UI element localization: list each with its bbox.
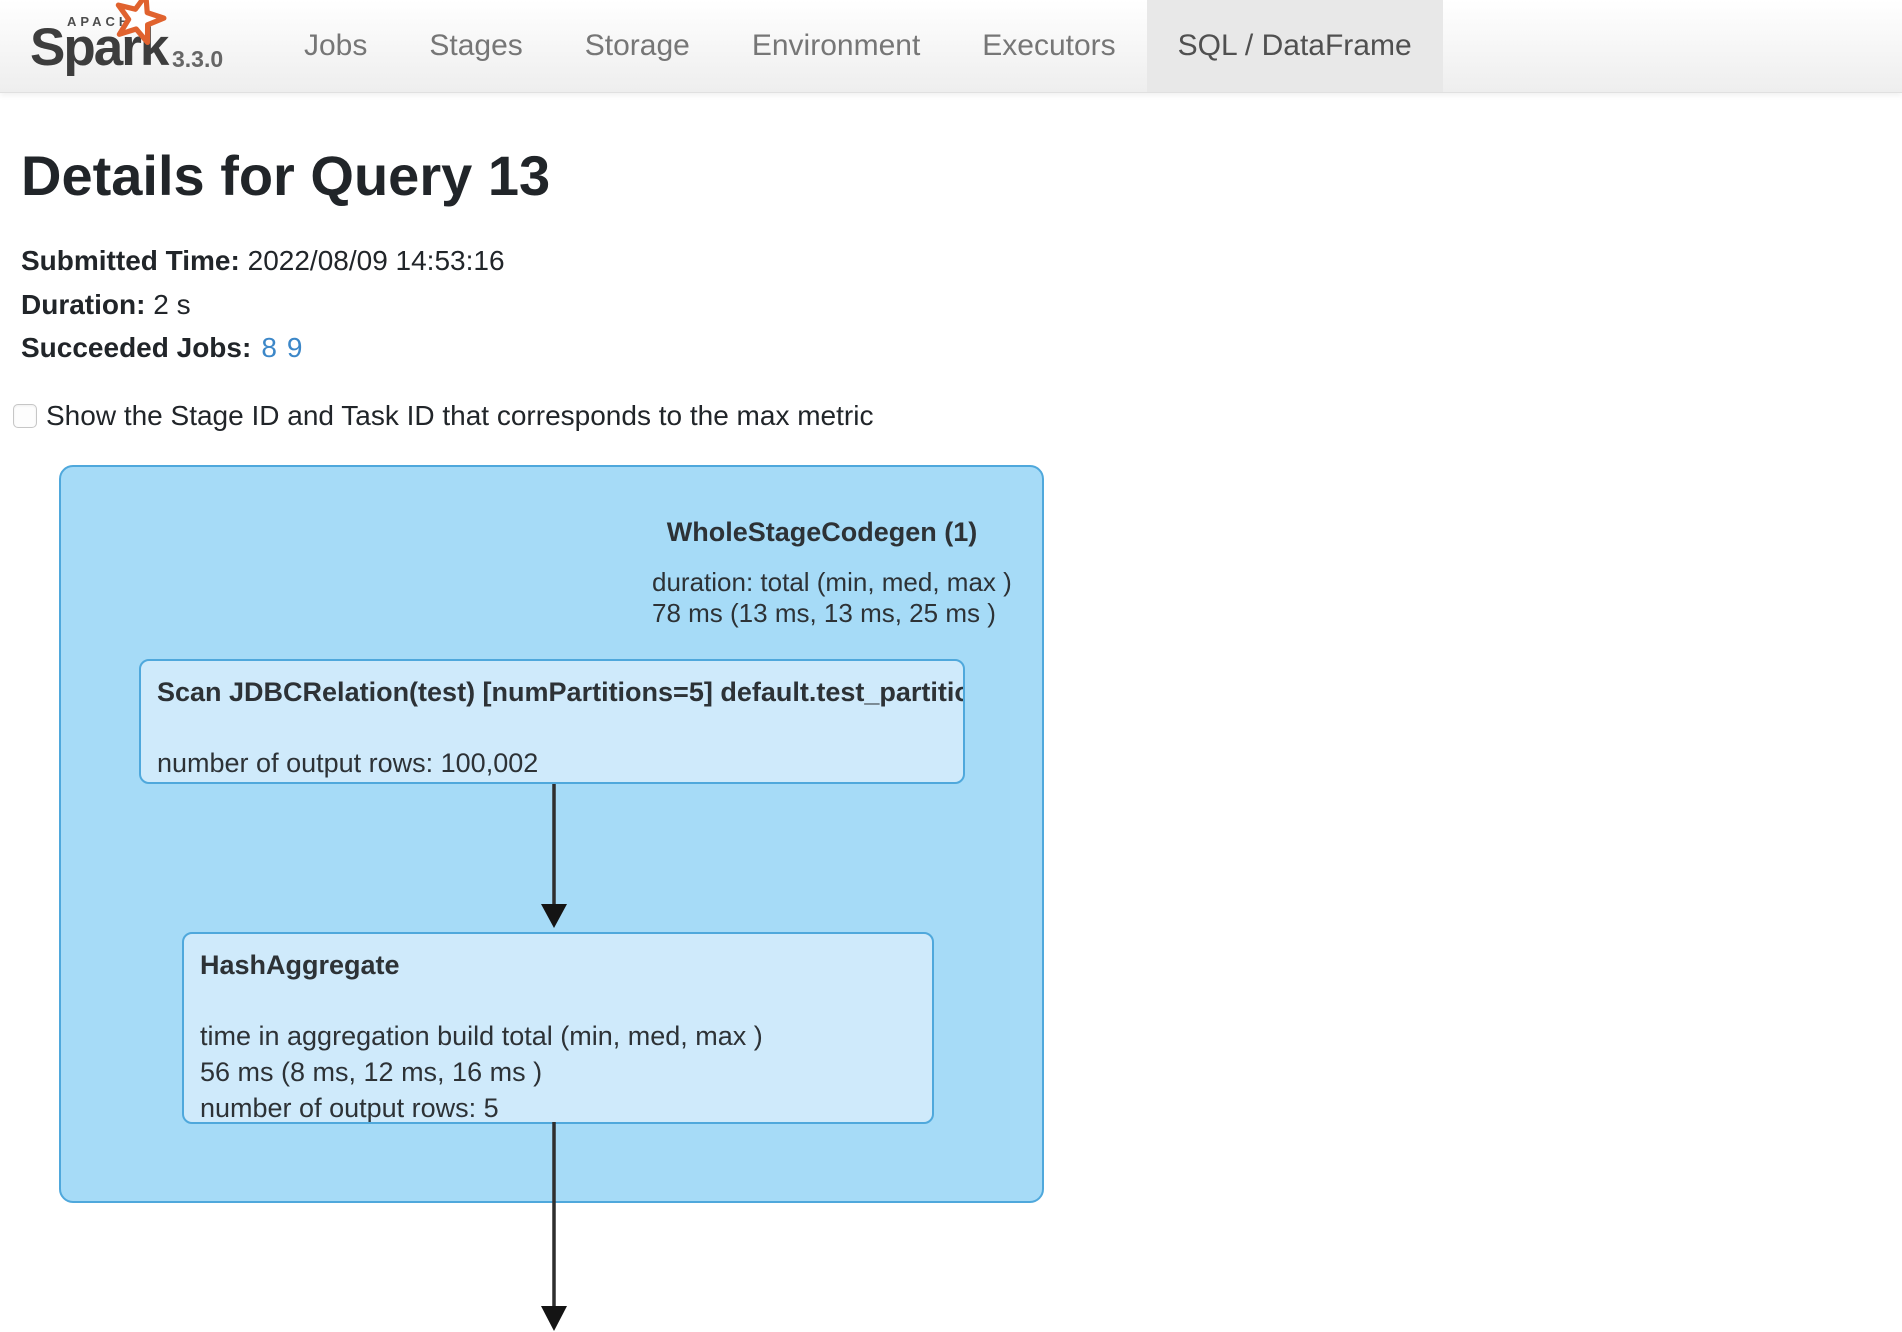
submitted-time-label: Submitted Time: [21, 245, 240, 276]
cluster-label: WholeStageCodegen (1) duration: total (m… [652, 517, 1012, 629]
succeeded-jobs-label: Succeeded Jobs: [21, 332, 252, 363]
cluster-metrics: duration: total (min, med, max ) 78 ms (… [652, 567, 1012, 629]
max-metric-toggle-row: Show the Stage ID and Task ID that corre… [13, 400, 873, 432]
spark-version: 3.3.0 [172, 46, 224, 72]
tab-jobs[interactable]: Jobs [304, 29, 368, 62]
spark-star-icon [115, 0, 167, 45]
node-title: Scan JDBCRelation(test) [numPartitions=5… [157, 677, 965, 707]
plan-node-scan-jdbcrelation[interactable]: Scan JDBCRelation(test) [numPartitions=5… [139, 659, 965, 784]
node-metric-line: number of output rows: 100,002 [157, 748, 539, 778]
succeeded-job-link-9[interactable]: 9 [286, 332, 303, 363]
plan-node-hashaggregate[interactable]: HashAggregate time in aggregation build … [182, 932, 934, 1124]
max-metric-checkbox[interactable] [13, 404, 37, 428]
node-metric-line: time in aggregation build total (min, me… [200, 1021, 763, 1051]
navbar: APACHE Spark 3.3.0 Jobs Stages Storage E… [0, 0, 1902, 93]
tab-executors[interactable]: Executors [982, 29, 1116, 62]
wholestagecodegen-cluster[interactable]: WholeStageCodegen (1) duration: total (m… [59, 465, 1044, 1203]
tab-environment[interactable]: Environment [751, 29, 921, 62]
tab-storage[interactable]: Storage [584, 29, 690, 62]
cluster-metric-line: 78 ms (13 ms, 13 ms, 25 ms ) [652, 598, 996, 628]
node-metric-line: 56 ms (8 ms, 12 ms, 16 ms ) [200, 1057, 543, 1087]
tab-sql-dataframe[interactable]: SQL / DataFrame [1146, 0, 1443, 92]
node-metrics: number of output rows: 100,002 [157, 745, 947, 781]
max-metric-checkbox-label: Show the Stage ID and Task ID that corre… [46, 400, 874, 431]
cluster-metric-line: duration: total (min, med, max ) [652, 567, 1012, 597]
nav-tabs: Jobs Stages Storage Environment Executor… [273, 0, 1443, 92]
duration-row: Duration: 2 s [21, 288, 191, 322]
node-metrics: time in aggregation build total (min, me… [200, 1018, 916, 1123]
duration-value: 2 s [153, 289, 191, 320]
duration-label: Duration: [21, 289, 146, 320]
succeeded-job-link-8[interactable]: 8 [261, 332, 277, 363]
submitted-time-value: 2022/08/09 14:53:16 [247, 245, 505, 276]
tab-stages[interactable]: Stages [429, 29, 523, 62]
node-title: HashAggregate [200, 950, 400, 980]
submitted-time-row: Submitted Time: 2022/08/09 14:53:16 [21, 244, 505, 278]
page-title: Details for Query 13 [21, 144, 551, 207]
node-metric-line: number of output rows: 5 [200, 1093, 499, 1123]
cluster-title: WholeStageCodegen (1) [666, 517, 978, 547]
spark-logo[interactable]: APACHE Spark 3.3.0 [18, 0, 243, 93]
